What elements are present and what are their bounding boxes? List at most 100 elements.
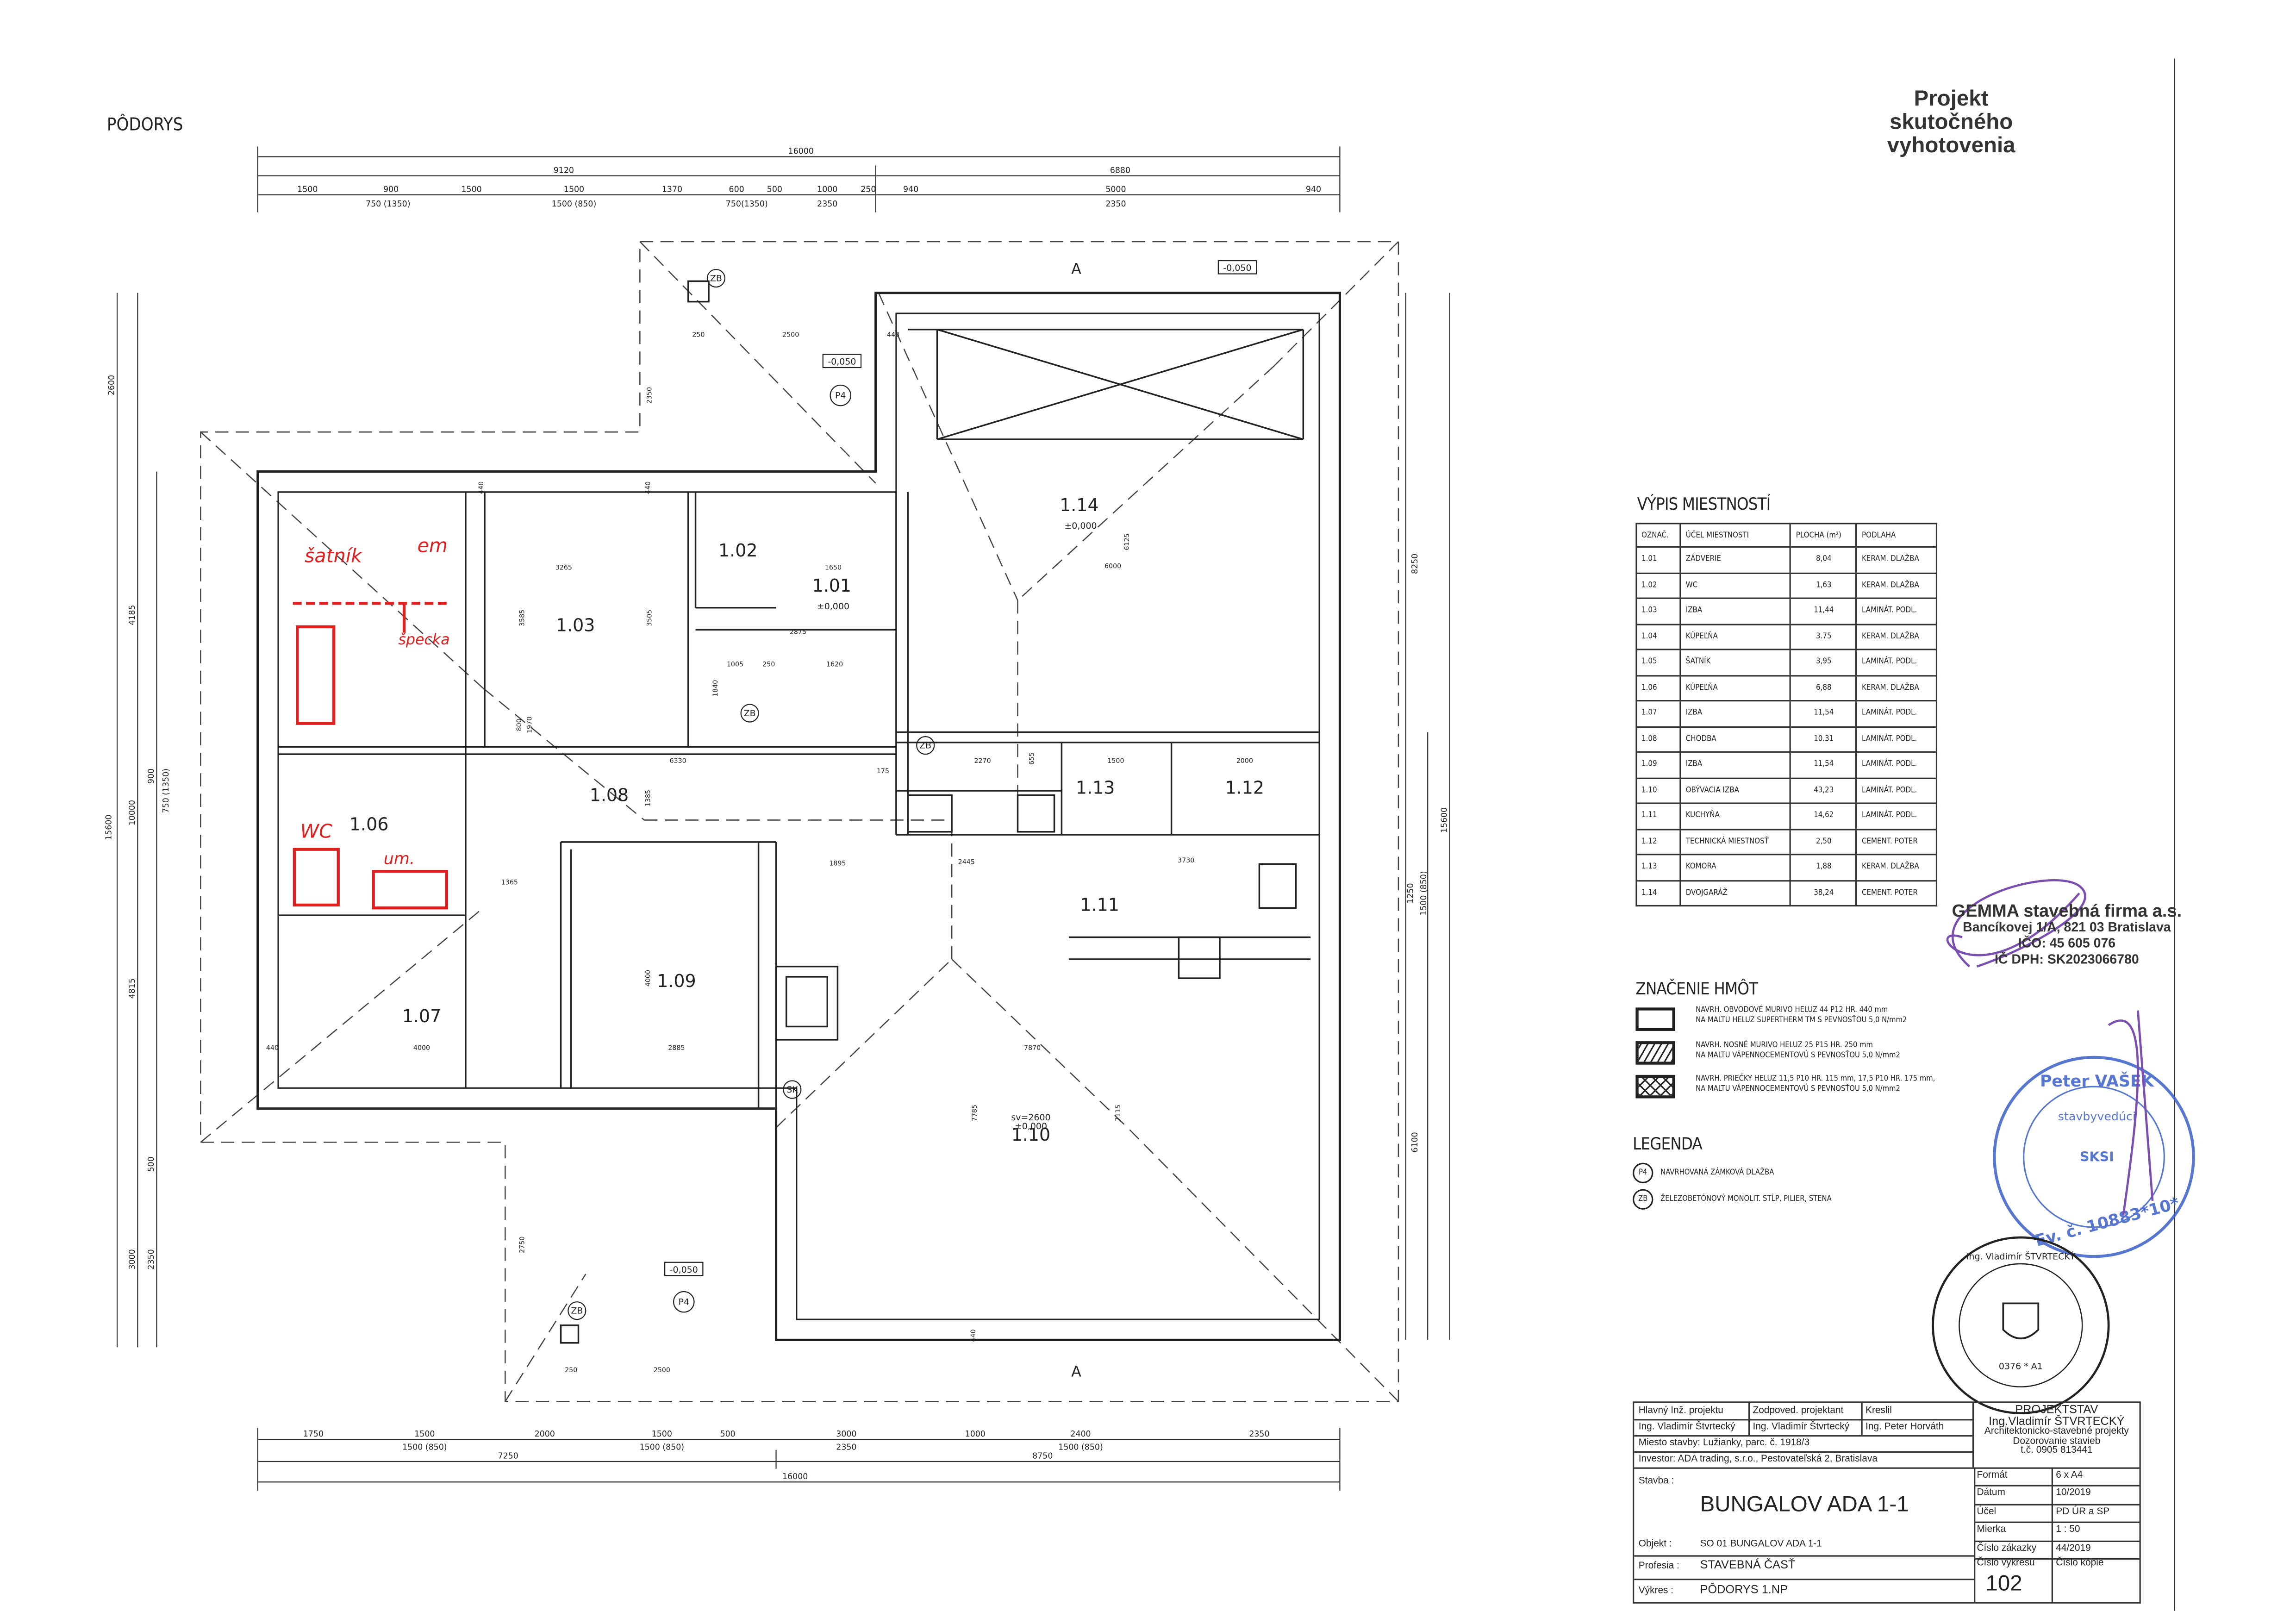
dim-text: 440: [645, 481, 652, 494]
table-cell: 1.06: [1635, 674, 1682, 702]
title-block: Hlavný Inž. projektu Zodpoved. projektan…: [1633, 1401, 2141, 1604]
zb-tag-icon: ZB: [1633, 1189, 1653, 1210]
as-built-line: skutočného: [1889, 110, 2013, 135]
table-cell: OBÝVACIA IZBA: [1680, 777, 1792, 804]
as-built-line: vyhotovenia: [1887, 133, 2015, 158]
firm-line: t.č. 0905 813441: [2021, 1445, 2093, 1456]
outside-level: -0,050: [828, 357, 856, 367]
stamp-logo: SKSI: [2080, 1149, 2114, 1164]
table-cell: 1.12: [1635, 828, 1682, 856]
exterior-walls: [256, 292, 1341, 1341]
stamp-name: Ing. Vladimír ŠTVRTECKÝ: [1966, 1250, 2075, 1262]
dimension-texts: 16000 9120 6880 1500 900 1500 1500 1370 …: [104, 147, 1449, 1481]
note-spajza: špecka: [398, 631, 449, 648]
table-cell: 1.08: [1635, 725, 1682, 753]
table-cell: 1.10: [1635, 777, 1682, 804]
dim-text: 440: [478, 481, 485, 494]
dim-text: 1000: [965, 1430, 986, 1439]
section-mark: A: [1071, 1364, 1081, 1380]
dim-text: 1500: [461, 185, 481, 194]
floor-level: ±0,000: [1064, 521, 1097, 531]
dim-text: 250: [565, 1367, 577, 1374]
table-cell: 14,62: [1790, 802, 1858, 830]
round-stamp-architect: Ing. Vladimír ŠTVRTECKÝ 0376 * A1: [1932, 1236, 2110, 1414]
table-cell: LAMINÁT. PODL.: [1856, 649, 1938, 676]
table-cell: 11,44: [1790, 597, 1858, 625]
dim-text: 440: [970, 1329, 977, 1342]
firm-line: Dozorovanie stavieb: [2013, 1436, 2101, 1446]
dim-text: 2000: [1236, 757, 1253, 765]
dim-text: 8750: [1032, 1452, 1053, 1461]
label-profession: Profesia :: [1638, 1561, 1679, 1572]
drawing-name: PÔDORYS 1.NP: [1700, 1583, 1788, 1596]
meta-value: 1 : 50: [2056, 1524, 2080, 1535]
materials-title: ZNAČENIE HMÔT: [1635, 978, 1758, 999]
column-header: PLOCHA (m²): [1790, 523, 1858, 548]
column-header: ÚČEL MIESTNOSTI: [1680, 523, 1792, 548]
dim-text: 1500: [297, 185, 318, 194]
dim-text: 1000: [817, 185, 837, 194]
table-cell: 1.03: [1635, 597, 1682, 625]
dim-text: 2445: [958, 858, 975, 866]
table-cell: LAMINÁT. PODL.: [1856, 700, 1938, 727]
material-item: NAVRH. OBVODOVÉ MURIVO HELUZ 44 P12 HR. …: [1696, 1006, 1907, 1026]
material-text: NA MALTU VÁPENNOCEMENTOVÚ S PEVNOSŤOU 5,…: [1696, 1051, 1900, 1061]
table-cell: CEMENT. POTER: [1856, 879, 1938, 907]
meta-label: Formát: [1977, 1470, 2008, 1481]
outside-level: -0,050: [1223, 263, 1251, 273]
room-schedule-table: OZNAČ. ÚČEL MIESTNOSTI PLOCHA (m²) PODLA…: [1635, 523, 1938, 907]
firm-line: Ing.Vladimír ŠTVRTECKÝ: [1989, 1414, 2125, 1428]
room-label: 1.03: [556, 615, 595, 635]
table-cell: WC: [1680, 572, 1792, 599]
section-mark: A: [1071, 261, 1081, 278]
stamp-role: stavbyvedúci: [2058, 1110, 2136, 1123]
label-object: Objekt :: [1638, 1539, 1672, 1549]
meta-label: Účel: [1977, 1506, 1997, 1517]
dim-text: 3585: [518, 610, 526, 626]
dim-text: 6125: [1123, 533, 1131, 550]
room-schedule-title: VÝPIS MIESTNOSTÍ: [1637, 493, 1771, 514]
dim-text: 175: [877, 768, 889, 775]
material-text: NAVRH. NOSNÉ MURIVO HELUZ 25 P15 HR. 250…: [1696, 1041, 1873, 1050]
material-text: NAVRH. PRIEČKY HELUZ 11,5 P10 HR. 115 mm…: [1696, 1074, 1935, 1084]
dim-text: 3505: [646, 610, 654, 626]
swatch-load-bearing-wall: [1635, 1041, 1675, 1065]
dim-text: 4815: [128, 978, 137, 999]
swatch-exterior-wall: [1635, 1007, 1675, 1031]
table-cell: CEMENT. POTER: [1856, 828, 1938, 856]
table-cell: 43,23: [1790, 777, 1858, 804]
legend-item: ZB ŽELEZOBETÓNOVÝ MONOLIT. STĹP, PILIER,…: [1633, 1189, 1832, 1210]
table-cell: 11,54: [1790, 700, 1858, 727]
p4-tag: P4: [679, 1297, 690, 1307]
firm-line: Architektonicko-stavebné projekty: [1984, 1426, 2129, 1437]
dim-text: 9120: [554, 166, 574, 175]
zb-tag: ZB: [571, 1305, 583, 1316]
table-cell: ŠATNÍK: [1680, 649, 1792, 676]
column-header: OZNAČ.: [1635, 523, 1682, 548]
material-item: NAVRH. PRIEČKY HELUZ 11,5 P10 HR. 115 mm…: [1696, 1075, 1935, 1095]
dim-text: 1385: [645, 790, 652, 806]
label-responsible-designer: Zodpoved. projektant: [1753, 1405, 1844, 1416]
dim-text: 3730: [1178, 857, 1194, 864]
floor-level: ±0,000: [817, 601, 849, 612]
table-cell: KERAM. DLAŽBA: [1856, 546, 1938, 574]
interior-walls: [278, 280, 1320, 1344]
firm-info: PROJEKTSTAV Ing.Vladimír ŠTVRTECKÝ Archi…: [1974, 1404, 2139, 1456]
meta-value: 44/2019: [2056, 1543, 2091, 1553]
legend-title: LEGENDA: [1633, 1133, 1703, 1154]
label-chief-engineer: Hlavný Inž. projektu: [1638, 1405, 1723, 1416]
legend-item: P4 NAVRHOVANÁ ZÁMKOVÁ DLAŽBA: [1633, 1162, 1774, 1183]
dim-text: 15600: [1440, 807, 1449, 833]
signature: [1946, 879, 2086, 968]
table-cell: 1.07: [1635, 700, 1682, 727]
meta-label: Dátum: [1977, 1488, 2005, 1499]
handwritten-notes: šatník em špecka WC um.: [300, 535, 449, 868]
dim-text: 2350: [817, 200, 837, 209]
company-name: GEMMA stavebná firma a.s.: [1952, 900, 2182, 921]
